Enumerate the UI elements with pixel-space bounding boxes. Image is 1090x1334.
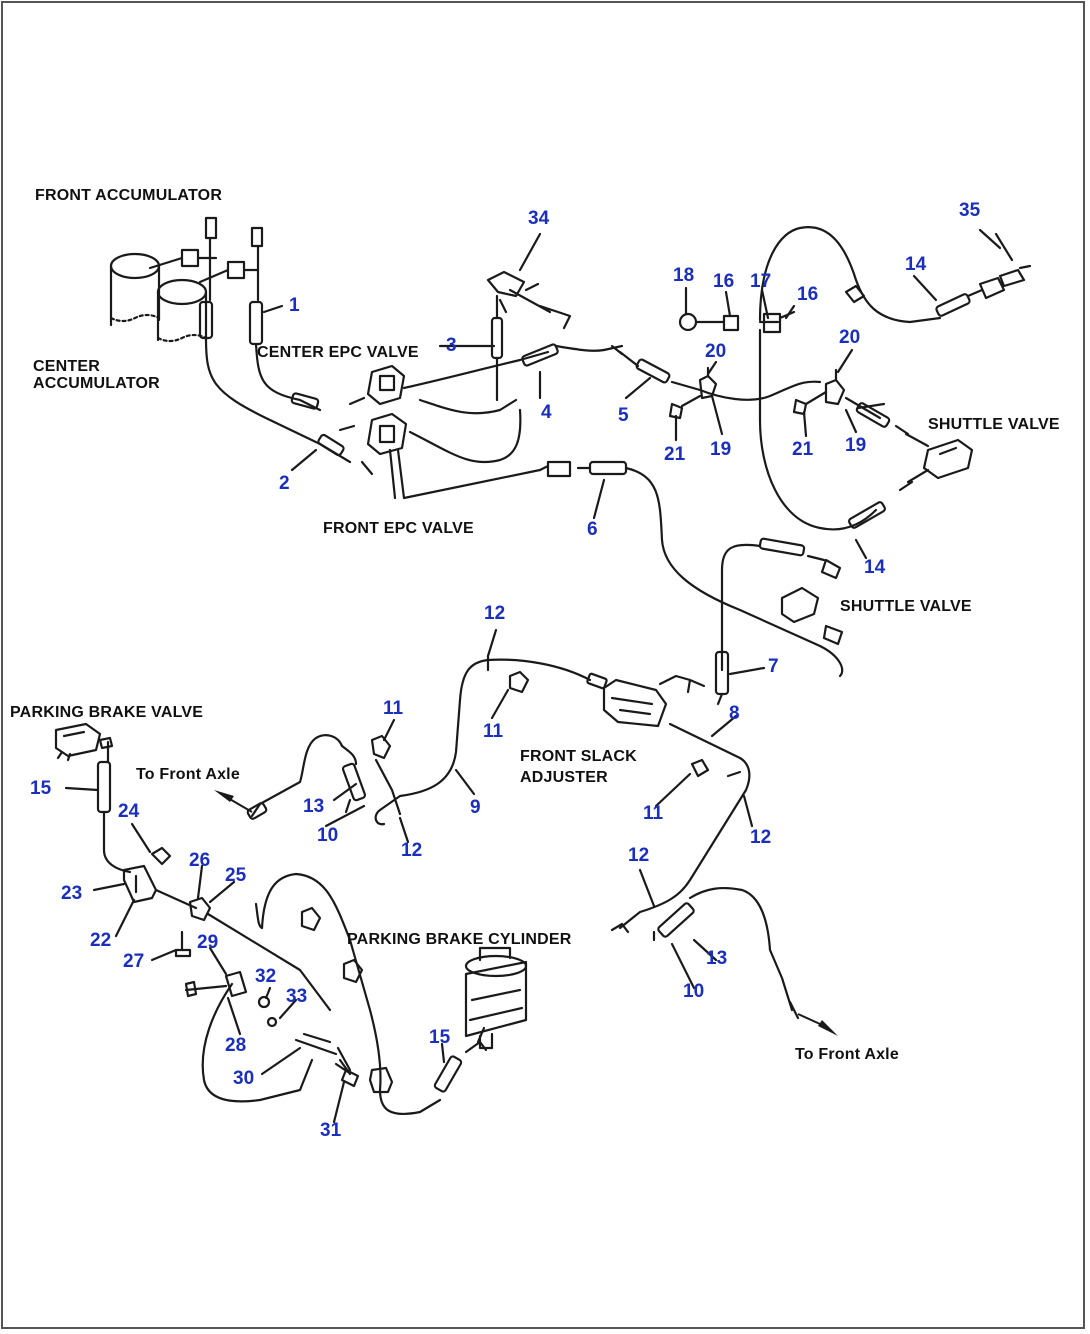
callout-23: 23 — [61, 883, 83, 904]
shuttle-valve-lower — [780, 586, 820, 624]
callout-2: 2 — [279, 473, 290, 494]
center-epc-valve — [366, 364, 406, 406]
callout-10-left: 10 — [317, 825, 339, 846]
callout-25: 25 — [225, 865, 247, 886]
callout-15-lower: 15 — [429, 1027, 451, 1048]
callout-24: 24 — [118, 801, 140, 822]
callout-4: 4 — [541, 402, 552, 423]
callout-27: 27 — [123, 951, 145, 972]
callout-15-left: 15 — [30, 778, 52, 799]
label-front-epc-valve: FRONT EPC VALVE — [323, 520, 474, 537]
callout-34: 34 — [528, 208, 550, 229]
label-front-slack-adjuster-line2: ADJUSTER — [520, 769, 608, 786]
callout-8: 8 — [729, 703, 740, 724]
shuttle-valve-upper — [922, 438, 974, 480]
callout-12-lower: 12 — [628, 845, 650, 866]
callout-10-right: 10 — [683, 981, 705, 1002]
label-shuttle-valve-upper: SHUTTLE VALVE — [928, 416, 1060, 433]
callout-17: 17 — [750, 271, 772, 292]
callout-11-right: 11 — [643, 803, 664, 824]
callout-5: 5 — [618, 405, 629, 426]
callout-12-left: 12 — [401, 840, 423, 861]
callout-19-right: 19 — [845, 435, 867, 456]
callout-30: 30 — [233, 1068, 255, 1089]
callout-12-right: 12 — [750, 827, 772, 848]
parking-brake-cylinder — [464, 946, 528, 1050]
callout-1: 1 — [289, 295, 300, 316]
label-front-slack-adjuster-line1: FRONT SLACK — [520, 748, 637, 765]
center-accumulator-tank — [109, 252, 161, 327]
callout-20-left: 20 — [705, 341, 727, 362]
label-shuttle-valve-lower: SHUTTLE VALVE — [840, 598, 972, 615]
callout-13-right: 13 — [706, 948, 728, 969]
front-accumulator-tank — [156, 278, 208, 343]
callout-29: 29 — [197, 932, 219, 953]
label-center-accumulator-line2: ACCUMULATOR — [33, 375, 160, 392]
callout-16-left: 16 — [713, 271, 735, 292]
callout-6: 6 — [587, 519, 598, 540]
label-to-front-axle-right: To Front Axle — [795, 1046, 899, 1063]
label-center-epc-valve: CENTER EPC VALVE — [257, 344, 419, 361]
callout-26: 26 — [189, 850, 211, 871]
callout-7: 7 — [768, 656, 779, 677]
callout-14-lower: 14 — [864, 557, 886, 578]
callout-9: 9 — [470, 797, 481, 818]
callout-12-top: 12 — [484, 603, 506, 624]
callout-3: 3 — [446, 335, 457, 356]
front-epc-valve — [366, 412, 408, 456]
callout-13-left: 13 — [303, 796, 325, 817]
callout-16-right: 16 — [797, 284, 819, 305]
callout-20-right: 20 — [839, 327, 861, 348]
label-parking-brake-cylinder: PARKING BRAKE CYLINDER — [347, 931, 572, 948]
callout-14-upper: 14 — [905, 254, 927, 275]
callout-35: 35 — [959, 200, 981, 221]
label-front-accumulator: FRONT ACCUMULATOR — [35, 187, 223, 204]
callout-19-left: 19 — [710, 439, 732, 460]
callout-11-left: 11 — [383, 698, 404, 719]
front-slack-adjuster — [602, 678, 668, 728]
callout-32: 32 — [255, 966, 277, 987]
label-to-front-axle-left: To Front Axle — [136, 766, 240, 783]
callout-11-center: 11 — [483, 721, 504, 742]
callout-21-right: 21 — [792, 439, 814, 460]
callout-22: 22 — [90, 930, 112, 951]
callout-31: 31 — [320, 1120, 342, 1141]
label-center-accumulator-line1: CENTER — [33, 358, 100, 375]
callout-21-left: 21 — [664, 444, 686, 465]
callout-18: 18 — [673, 265, 695, 286]
parking-brake-valve — [54, 722, 102, 762]
label-parking-brake-valve: PARKING BRAKE VALVE — [10, 704, 204, 721]
callout-28: 28 — [225, 1035, 247, 1056]
callout-33: 33 — [286, 986, 308, 1007]
